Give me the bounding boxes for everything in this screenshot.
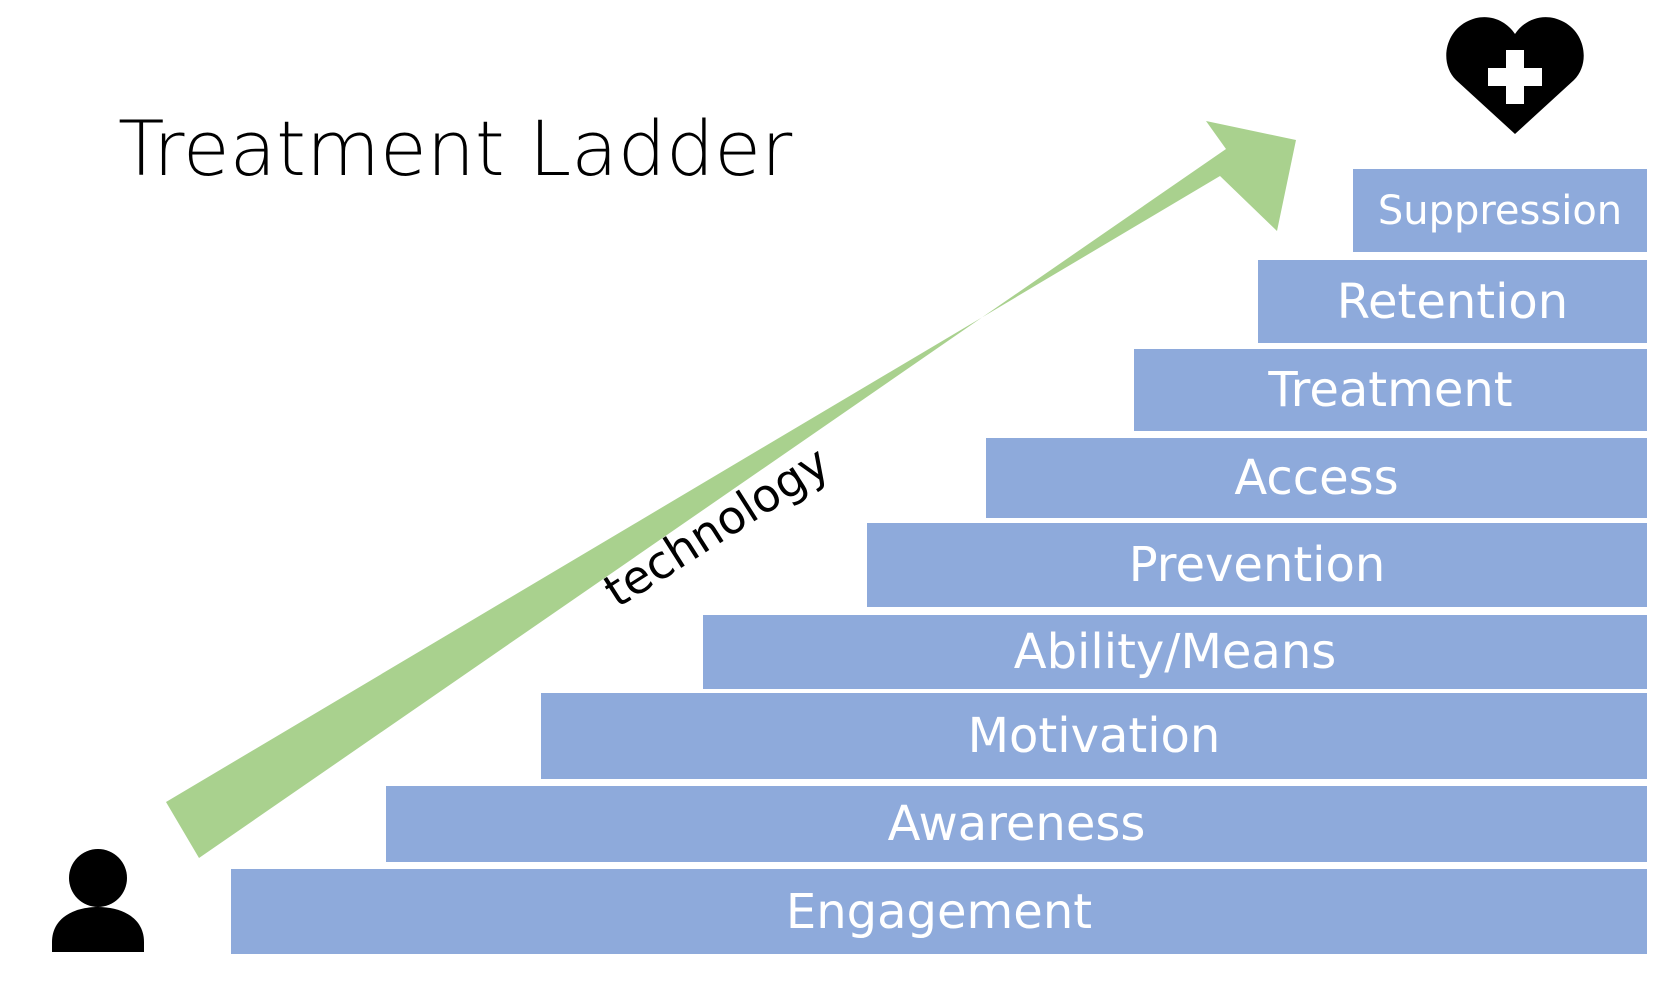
ladder-step-motivation: Motivation xyxy=(541,693,1647,779)
step-label: Motivation xyxy=(967,708,1221,764)
person-icon xyxy=(52,849,144,952)
step-label: Awareness xyxy=(887,796,1146,852)
step-label: Retention xyxy=(1336,273,1569,330)
ladder-step-retention: Retention xyxy=(1258,260,1647,343)
heart-plus-icon xyxy=(1446,17,1584,134)
step-label: Prevention xyxy=(1128,537,1386,593)
ladder-step-prevention: Prevention xyxy=(867,523,1647,607)
arrow-label: technology xyxy=(594,435,838,618)
ladder-step-engagement: Engagement xyxy=(231,869,1647,954)
step-label: Treatment xyxy=(1268,362,1513,418)
ladder-step-access: Access xyxy=(986,438,1647,518)
ladder-step-suppression: Suppression xyxy=(1353,169,1647,252)
ladder-step-ability-means: Ability/Means xyxy=(703,615,1647,689)
step-label: Access xyxy=(1234,450,1399,506)
step-label: Suppression xyxy=(1377,187,1623,234)
step-label: Ability/Means xyxy=(1013,624,1337,680)
ladder-step-treatment: Treatment xyxy=(1134,349,1647,431)
step-label: Engagement xyxy=(785,883,1093,940)
diagram-title: Treatment Ladder xyxy=(118,104,793,193)
ladder-step-awareness: Awareness xyxy=(386,786,1647,862)
